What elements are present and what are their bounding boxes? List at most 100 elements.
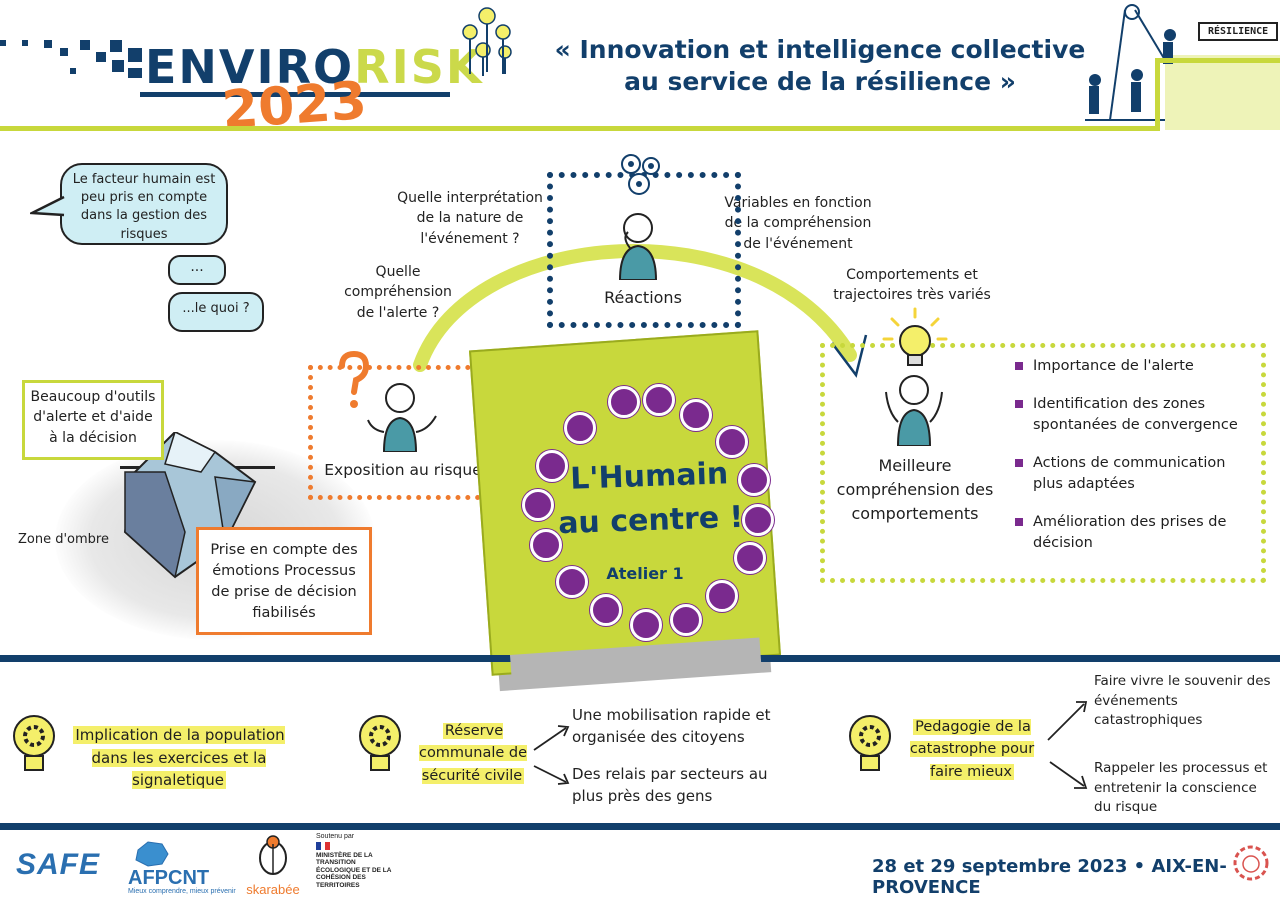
list-item: Identification des zones spontanées de c… [1015, 394, 1247, 436]
happy-person-icon [885, 375, 943, 446]
pixel-decoration [0, 40, 142, 78]
header-lime-step [1155, 60, 1160, 130]
exposition-label: Exposition au risque [324, 461, 482, 479]
speech-bubble-quoi: ...le quoi ? [168, 292, 264, 332]
divider-bottom [0, 823, 1280, 830]
rappeler-text: Rappeler les processus et entretenir la … [1094, 760, 1268, 816]
hazard-icon [536, 450, 568, 482]
climbers-illustration [1085, 4, 1280, 130]
hazard-icon [706, 580, 738, 612]
tagline-line1: « Innovation et intelligence collective [554, 35, 1086, 64]
brand-part1: ENVIRO [145, 40, 355, 94]
comportements-text: Comportements et trajectoires très varié… [833, 267, 991, 304]
beetle-icon [259, 835, 287, 875]
list-item: Amélioration des prises de décision [1015, 512, 1247, 554]
tools-text: Beaucoup d'outils d'alerte et d'aide à l… [30, 389, 156, 446]
logo-ministere: Soutenu par MINISTÈRE DE LA TRANSITION É… [316, 833, 396, 889]
lion-mascot-icon [1233, 845, 1269, 881]
header-lime-top [1155, 58, 1280, 63]
reserve-text: Réserve communale de sécurité civile [418, 723, 528, 784]
hazard-icon [564, 412, 596, 444]
meilleure-label: Meilleure compréhension des comportement… [836, 456, 994, 523]
question-interpretation: Quelle interprétation de la nature de l'… [397, 190, 543, 247]
tagline-line2: au service de la résilience » [624, 67, 1016, 96]
list-item: Importance de l'alerte [1015, 356, 1247, 377]
speech-bubble-main: Le facteur humain est peu pris en compte… [60, 163, 228, 245]
zone-ombre-label: Zone d'ombre [18, 532, 109, 547]
speech-bubble-tail [30, 195, 65, 217]
hazard-icon [734, 542, 766, 574]
logo-skarabee: skarabée [240, 834, 306, 897]
bullet-icon [1015, 400, 1023, 409]
hazard-icon [670, 604, 702, 636]
emotions-box: Prise en compte des émotions Processus d… [196, 527, 372, 635]
arrows-pedagogie [1047, 701, 1088, 789]
bullet-icon [1015, 362, 1023, 370]
hazard-icon [556, 566, 588, 598]
relais-text: Des relais par secteurs au plus près des… [572, 765, 768, 805]
speech-bubble-text: Le facteur humain est peu pris en compte… [72, 172, 216, 242]
hazard-icon [680, 399, 712, 431]
bulb-gear-icon [849, 715, 891, 771]
reactions-label: Réactions [604, 288, 682, 307]
emotions-text: Prise en compte des émotions Processus d… [210, 542, 358, 622]
hazard-icon [643, 384, 675, 416]
logo-afpcnt: AFPCNT Mieux comprendre, mieux prévenir [128, 840, 236, 895]
french-flag-icon [316, 842, 331, 850]
bullet-icon [1015, 459, 1023, 468]
event-date-place: 28 et 29 septembre 2023 • AIX-EN-PROVENC… [872, 856, 1227, 898]
arrows-reserve [533, 725, 570, 785]
logo-afpcnt-text: AFPCNT [128, 867, 210, 889]
logo-safe: SAFE [16, 848, 100, 882]
bullet-icon [1015, 518, 1023, 527]
list-item: Actions de communication plus adaptées [1015, 453, 1247, 495]
postit-subtitle: Atelier 1 [606, 564, 684, 583]
thinking-person-icon [618, 213, 658, 280]
hazard-icon [630, 609, 662, 641]
logo-skarabee-text: skarabée [246, 882, 300, 897]
postit-title-line1: L'Humain [569, 456, 729, 497]
postit-title-line2: au centre ! [557, 499, 744, 541]
logo-safe-text: SAFE [16, 848, 101, 881]
hazard-icon [530, 529, 562, 561]
brand-logo: ENVIRORISK [145, 40, 483, 94]
speech-dots-text: ... [190, 259, 204, 275]
france-map-icon [135, 841, 169, 867]
header-lime-line [0, 126, 1160, 131]
mobilisation-text: Une mobilisation rapide et organisée des… [572, 706, 771, 746]
hazard-icon [738, 464, 770, 496]
postit-title: L'Humain au centre ! [544, 451, 757, 545]
hazard-icon [608, 386, 640, 418]
speech-bubble-dots: ... [168, 255, 226, 285]
lightbulb-icon [882, 307, 948, 366]
question-mark-icon [339, 350, 370, 408]
bulb-gear-icon [13, 715, 55, 771]
tools-box: Beaucoup d'outils d'alerte et d'aide à l… [22, 380, 164, 460]
brand-underline [140, 92, 450, 97]
hazard-ring [520, 384, 774, 641]
pedagogie-text: Pedagogie de la catastrophe pour faire m… [909, 719, 1035, 780]
ministere-text: MINISTÈRE DE LA TRANSITION ÉCOLOGIQUE ET… [316, 852, 392, 889]
speech-quoi-text: ...le quoi ? [182, 301, 250, 316]
variables-text: Variables en fonction de la compréhensio… [724, 195, 872, 252]
tagline: « Innovation et intelligence collective … [540, 34, 1100, 98]
soutenu-text: Soutenu par [316, 833, 355, 840]
resilience-sign: RÉSILIENCE [1198, 22, 1279, 41]
brand-part2: RISK [354, 40, 484, 94]
question-comprehension: Quelle compréhension de l'alerte ? [344, 264, 452, 321]
arc-arrow [413, 243, 868, 378]
implication-text: Implication de la population dans les ex… [73, 726, 285, 789]
logo-afpcnt-sub: Mieux comprendre, mieux prévenir [128, 888, 236, 895]
souvenir-text: Faire vivre le souvenir des événements c… [1094, 673, 1271, 729]
bulb-gear-icon [359, 715, 401, 771]
hazard-icon [742, 504, 774, 536]
gears-icon [621, 154, 660, 195]
confused-person-icon [367, 383, 437, 452]
outcomes-list: Importance de l'alerte Identification de… [1015, 356, 1247, 571]
hazard-icon [716, 426, 748, 458]
outcomes-box [820, 343, 1266, 583]
header: ENVIRORISK 2023 « Innovation et intellig… [0, 0, 1280, 141]
hazard-icon [590, 594, 622, 626]
bulbs-icon [462, 7, 512, 76]
hazard-icon [522, 489, 554, 521]
